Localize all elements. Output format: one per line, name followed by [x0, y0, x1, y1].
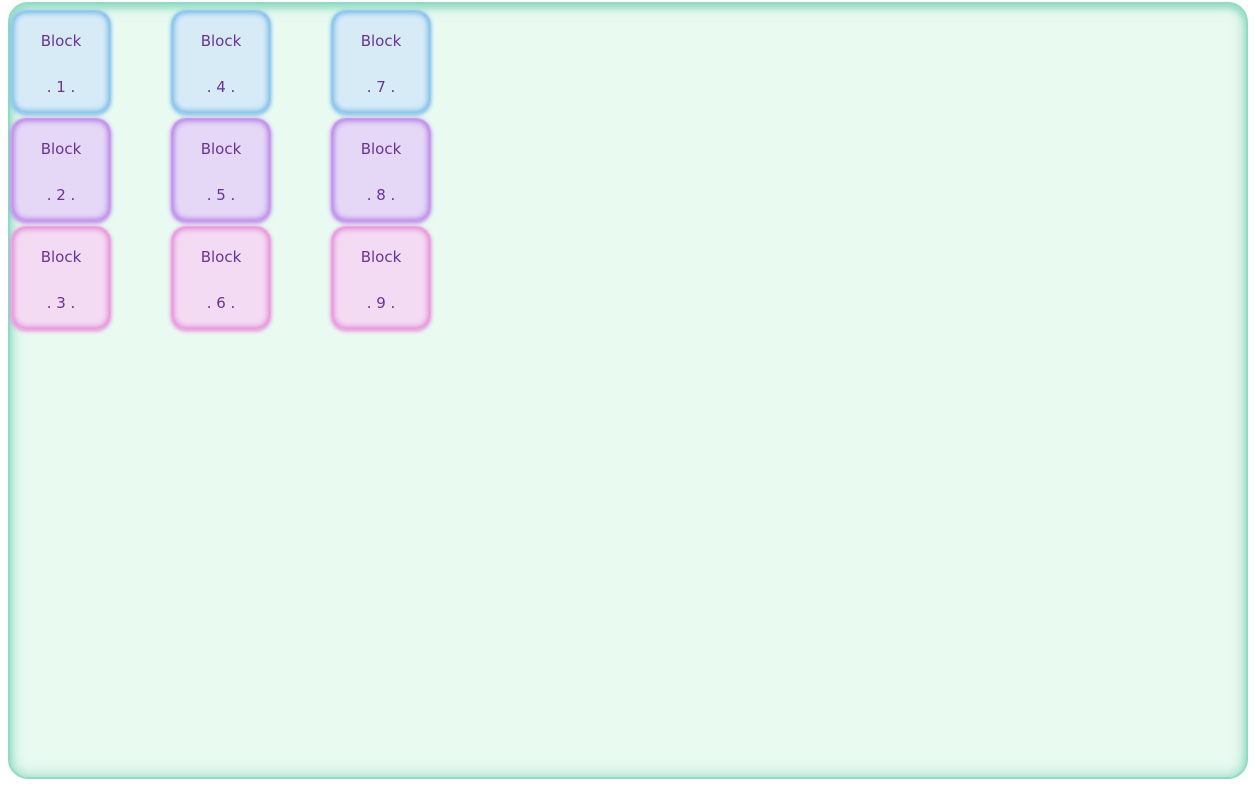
block-7: Block . 7 .	[331, 10, 431, 114]
block-2: Block . 2 .	[11, 118, 111, 222]
block-title: Block	[360, 248, 402, 266]
block-title: Block	[200, 32, 242, 50]
block-title: Block	[40, 248, 82, 266]
block-label: . 7 .	[366, 78, 396, 96]
block-title: Block	[40, 32, 82, 50]
block-6: Block . 6 .	[171, 226, 271, 330]
block-label: . 8 .	[366, 186, 396, 204]
block-5: Block . 5 .	[171, 118, 271, 222]
block-9: Block . 9 .	[331, 226, 431, 330]
block-label: . 5 .	[206, 186, 236, 204]
block-label: . 1 .	[46, 78, 76, 96]
block-title: Block	[360, 32, 402, 50]
block-label: . 3 .	[46, 294, 76, 312]
block-title: Block	[200, 140, 242, 158]
block-1: Block . 1 .	[11, 10, 111, 114]
block-label: . 4 .	[206, 78, 236, 96]
block-title: Block	[40, 140, 82, 158]
block-label: . 2 .	[46, 186, 76, 204]
block-8: Block . 8 .	[331, 118, 431, 222]
block-3: Block . 3 .	[11, 226, 111, 330]
block-label: . 6 .	[206, 294, 236, 312]
block-column-3: Block . 7 . Block . 8 . Block . 9 .	[331, 10, 431, 330]
block-label: . 9 .	[366, 294, 396, 312]
page-container: Block . 1 . Block . 2 . Block . 3 . Bloc…	[8, 2, 1248, 779]
block-column-2: Block . 4 . Block . 5 . Block . 6 .	[171, 10, 271, 330]
block-grid: Block . 1 . Block . 2 . Block . 3 . Bloc…	[10, 4, 1246, 330]
block-title: Block	[360, 140, 402, 158]
block-4: Block . 4 .	[171, 10, 271, 114]
block-title: Block	[200, 248, 242, 266]
block-column-1: Block . 1 . Block . 2 . Block . 3 .	[11, 10, 111, 330]
